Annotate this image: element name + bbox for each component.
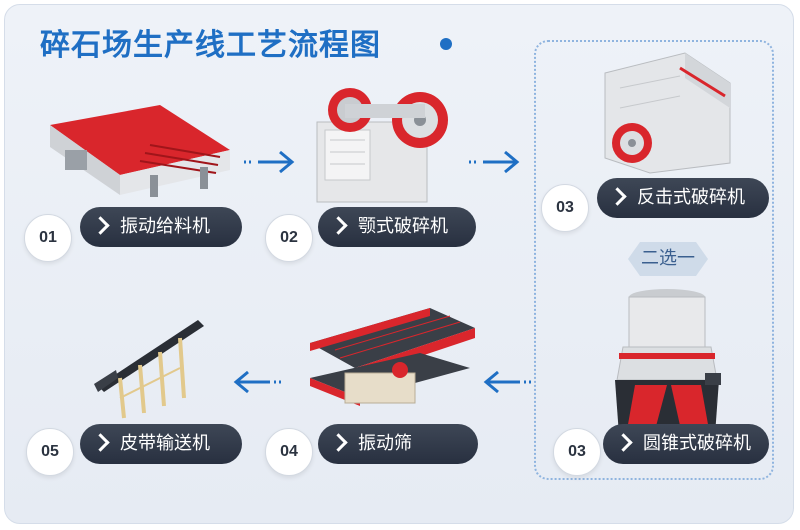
chevron-right-icon bbox=[608, 187, 627, 206]
step-number-badge: 03 bbox=[541, 184, 589, 232]
step-label-text: 振动筛 bbox=[358, 433, 412, 454]
arrow-left-icon bbox=[483, 370, 534, 394]
step-label-cone-crusher: 圆锥式破碎机 bbox=[603, 424, 769, 464]
arrow-right-icon bbox=[244, 150, 295, 174]
impact-crusher-icon bbox=[604, 52, 731, 174]
step-label-text: 圆锥式破碎机 bbox=[643, 433, 751, 454]
step-label-jaw-crusher: 颚式破碎机 bbox=[318, 207, 476, 247]
step-number-badge: 02 bbox=[265, 214, 313, 262]
chevron-right-icon bbox=[329, 433, 348, 452]
step-label-impact-crusher: 反击式破碎机 bbox=[597, 178, 769, 218]
step-number-badge: 03 bbox=[553, 428, 601, 476]
cone-crusher-icon bbox=[615, 289, 721, 435]
chevron-right-icon bbox=[91, 216, 110, 235]
step-label-text: 振动给料机 bbox=[120, 216, 210, 237]
step-number-badge: 01 bbox=[24, 214, 72, 262]
step-label-vibrating-screen: 振动筛 bbox=[318, 424, 478, 464]
step-label-text: 颚式破碎机 bbox=[358, 216, 448, 237]
arrow-right-icon bbox=[469, 150, 520, 174]
choose-one-tag: 二选一 bbox=[628, 242, 708, 276]
vibrating-screen-icon bbox=[310, 308, 475, 406]
arrow-left-icon bbox=[233, 370, 284, 394]
chevron-right-icon bbox=[329, 216, 348, 235]
chevron-right-icon bbox=[614, 433, 633, 452]
step-label-vibrating-feeder: 振动给料机 bbox=[80, 207, 242, 247]
step-label-text: 反击式破碎机 bbox=[637, 187, 745, 208]
step-label-belt-conveyor: 皮带输送机 bbox=[80, 424, 242, 464]
step-number-badge: 04 bbox=[265, 428, 313, 476]
title-dot-icon bbox=[440, 38, 452, 50]
jaw-crusher-icon bbox=[316, 88, 448, 203]
alternative-crusher-group bbox=[534, 40, 774, 480]
chevron-right-icon bbox=[91, 433, 110, 452]
page-title: 碎石场生产线工艺流程图 bbox=[40, 28, 381, 63]
belt-conveyor-icon bbox=[94, 320, 204, 419]
vibrating-feeder-icon bbox=[50, 105, 230, 197]
step-number-badge: 05 bbox=[26, 428, 74, 476]
step-label-text: 皮带输送机 bbox=[120, 433, 210, 454]
